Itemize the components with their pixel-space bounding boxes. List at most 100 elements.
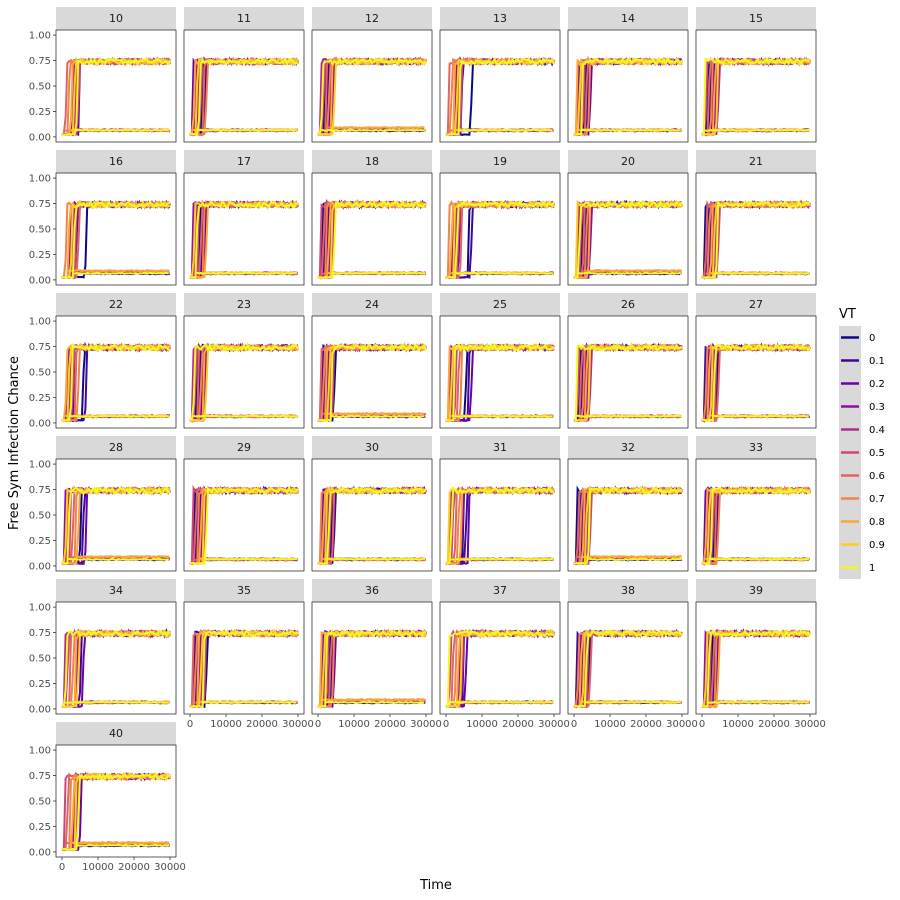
- x-tick-label: 0: [571, 719, 577, 730]
- facet-strip: [440, 293, 560, 316]
- series-low-band-1: [715, 271, 811, 275]
- y-tick-label: 0.25: [29, 393, 51, 404]
- series-line-1: [61, 629, 171, 708]
- series-low-band-1: [75, 128, 170, 132]
- series-line-1: [701, 628, 811, 708]
- panel-border: [311, 458, 433, 572]
- x-tick-label: 20000: [246, 719, 278, 730]
- y-tick-label: 1.00: [29, 746, 51, 757]
- x-tick-label: 0: [59, 862, 65, 873]
- x-tick-label: 0: [699, 719, 705, 730]
- series-low-band-1: [585, 700, 681, 704]
- facet-strip-label: 38: [621, 584, 635, 597]
- series-line-1: [701, 199, 811, 279]
- y-tick-label: 0.50: [29, 368, 51, 379]
- series-low-band-1: [713, 414, 809, 418]
- facet-strip-label: 27: [749, 298, 763, 311]
- panel-border: [439, 601, 561, 715]
- facet-panel-30: 30: [311, 436, 433, 572]
- facet-strip: [184, 7, 304, 30]
- series-low-band-1: [458, 128, 553, 132]
- facet-strip: [56, 722, 176, 745]
- y-tick-label: 0.25: [29, 250, 51, 261]
- series-low-band-0.8: [330, 126, 425, 130]
- facet-strip-label: 37: [493, 584, 507, 597]
- x-tick-label: 0: [315, 719, 321, 730]
- series-line-0.9: [317, 628, 427, 708]
- series-low-band-1: [330, 414, 425, 418]
- facet-strip-label: 22: [109, 298, 123, 311]
- series-low-band-0.8: [319, 698, 427, 702]
- facet-strip-label: 18: [365, 155, 379, 168]
- facet-strip-label: 23: [237, 298, 251, 311]
- facet-strip: [696, 293, 816, 316]
- series-line-1: [574, 199, 683, 279]
- y-tick-label: 0.00: [29, 847, 51, 858]
- panel-border: [695, 601, 817, 715]
- facet-strip-label: 29: [237, 441, 251, 454]
- y-tick-label: 0.25: [29, 679, 51, 690]
- facet-panel-14: 14: [567, 7, 689, 143]
- facet-strip: [440, 579, 560, 602]
- series-line-1: [61, 771, 171, 851]
- series-low-band-1: [70, 414, 170, 418]
- series-line-1: [61, 199, 171, 279]
- series-low-band-1: [588, 557, 682, 561]
- facet-strip-label: 39: [749, 584, 763, 597]
- series-low-band-1: [65, 700, 170, 704]
- facet-strip-label: 40: [109, 727, 123, 740]
- panel-border: [183, 29, 305, 143]
- facet-strip-label: 16: [109, 155, 123, 168]
- panel-border: [183, 458, 305, 572]
- facet-strip: [696, 7, 816, 30]
- series-line-1: [317, 629, 427, 708]
- series-low-band-1: [581, 128, 681, 132]
- facet-panel-25: 25: [439, 293, 561, 429]
- series-low-band-0.8: [77, 555, 170, 559]
- panel-border: [567, 458, 689, 572]
- x-tick-label: 10000: [210, 719, 242, 730]
- facet-strip: [568, 150, 688, 173]
- series-low-band-1: [77, 843, 170, 847]
- facet-strip: [312, 7, 432, 30]
- y-tick-label: 0.50: [29, 797, 51, 808]
- facet-strip-label: 25: [493, 298, 507, 311]
- panel-border: [567, 172, 689, 286]
- panel-border: [311, 172, 433, 286]
- y-tick-label: 0.00: [29, 561, 51, 572]
- facet-strip-label: 30: [365, 441, 379, 454]
- facet-strip-label: 35: [237, 584, 251, 597]
- facet-strip: [696, 436, 816, 459]
- panel-border: [311, 29, 433, 143]
- legend-label-0.2: 0.2: [869, 379, 885, 390]
- series-low-band-1: [321, 128, 426, 132]
- x-tick-label: 20000: [758, 719, 790, 730]
- y-axis-title: Free Sym Infection Chance: [7, 356, 22, 530]
- panel-border: [183, 315, 305, 429]
- legend-label-0: 0: [869, 333, 875, 344]
- series-line-1: [573, 629, 683, 708]
- series-line-1: [189, 200, 299, 279]
- y-tick-label: 0.00: [29, 418, 51, 429]
- x-tick-label: 20000: [374, 719, 406, 730]
- facet-strip-label: 14: [621, 12, 635, 25]
- panel-border: [567, 29, 689, 143]
- y-tick-label: 0.75: [29, 485, 51, 496]
- y-tick-label: 0.50: [29, 654, 51, 665]
- facet-panel-23: 23: [183, 293, 305, 429]
- legend: VT 00.10.20.30.40.50.60.70.80.91: [839, 307, 885, 579]
- series-line-1: [445, 199, 555, 279]
- facet-strip: [696, 579, 816, 602]
- facet-strip: [568, 579, 688, 602]
- series-low-band-1: [453, 414, 553, 418]
- y-tick-label: 0.75: [29, 56, 51, 67]
- y-tick-label: 0.75: [29, 771, 51, 782]
- y-tick-label: 0.25: [29, 822, 51, 833]
- series-line-1: [701, 486, 811, 566]
- facet-strip: [56, 7, 176, 30]
